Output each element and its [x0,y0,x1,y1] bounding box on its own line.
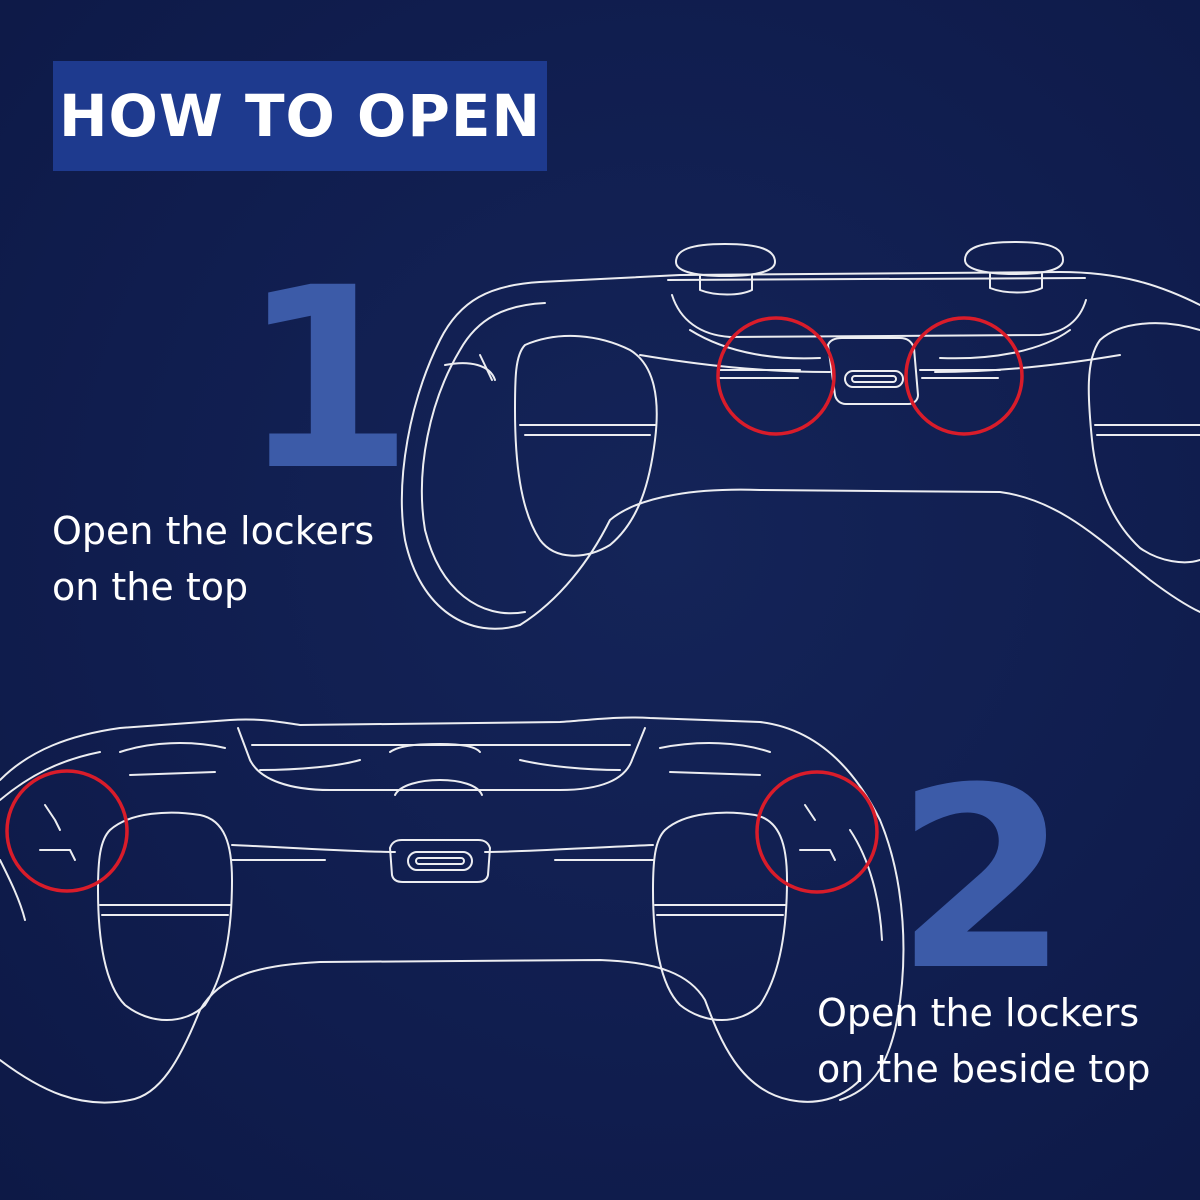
controller-front-view-icon [0,716,905,1104]
title-banner: HOW TO OPEN [53,61,547,171]
step-2-line-1: Open the lockers [817,991,1140,1035]
locker-highlight-circle-icon [5,769,879,894]
locker-highlight-circle-icon [716,316,1024,436]
step-1-instruction: Open the lockers on the top [52,503,374,615]
step-1-line-2: on the top [52,565,249,609]
step-2-instruction: Open the lockers on the beside top [817,985,1151,1097]
step-1-number: 1 [240,234,414,525]
step-1-line-1: Open the lockers [52,509,375,553]
step-2-number: 2 [895,734,1069,1025]
controller-top-view-icon [400,241,1200,630]
page-title: HOW TO OPEN [58,82,542,150]
step-2-line-2: on the beside top [817,1047,1151,1091]
